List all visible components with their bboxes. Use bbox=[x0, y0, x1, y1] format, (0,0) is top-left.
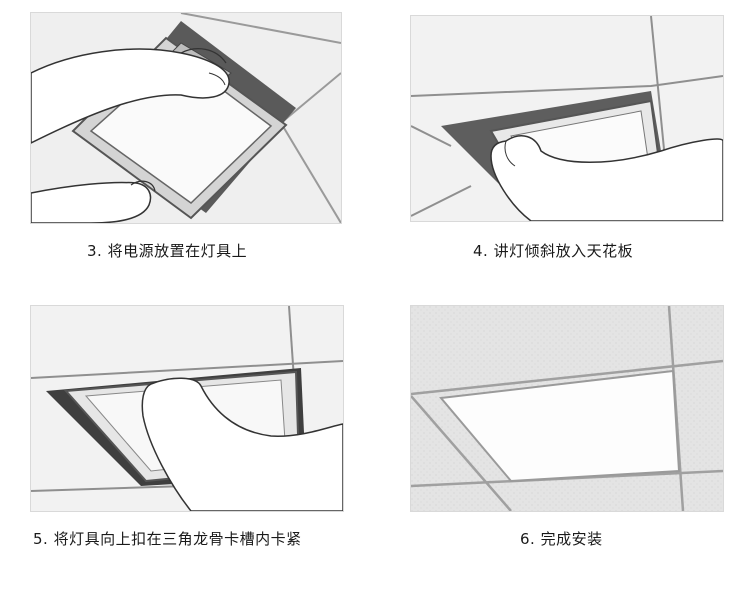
step-6-drawing bbox=[411, 306, 723, 511]
step-5-illustration bbox=[30, 305, 344, 512]
step-3-illustration bbox=[30, 12, 342, 224]
step-5-drawing bbox=[31, 306, 343, 511]
step-3-caption: 3. 将电源放置在灯具上 bbox=[87, 242, 248, 260]
step-5-caption: 5. 将灯具向上扣在三角龙骨卡槽内卡紧 bbox=[33, 530, 302, 548]
step-6-caption: 6. 完成安装 bbox=[520, 530, 603, 548]
step-3-drawing bbox=[31, 13, 341, 223]
step-4-illustration bbox=[410, 15, 724, 222]
step-4-drawing bbox=[411, 16, 723, 221]
step-4-caption: 4. 讲灯倾斜放入天花板 bbox=[473, 242, 634, 260]
step-6-illustration bbox=[410, 305, 724, 512]
